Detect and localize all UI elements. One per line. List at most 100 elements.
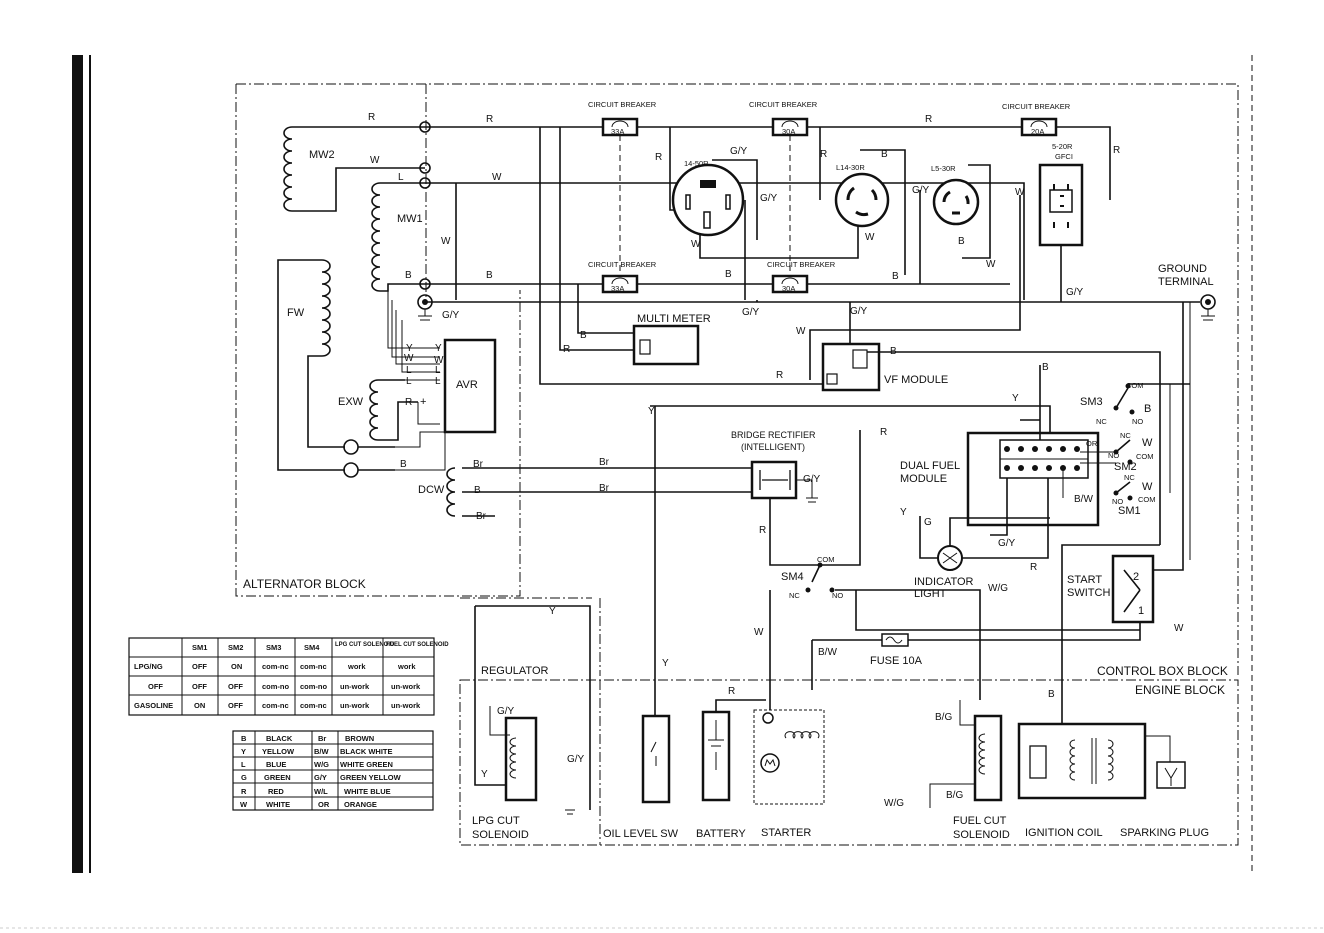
wire-label: Br	[599, 457, 610, 468]
cb2-title: CIRCUIT BREAKER	[749, 100, 818, 109]
wire-label: R	[486, 114, 493, 125]
switch-position-table: SM1 SM2 SM3 SM4 LPG CUT SOLENOID FUEL CU…	[128, 637, 449, 716]
wire-label: W	[1142, 437, 1153, 449]
cb5-rating: 30A	[782, 284, 795, 293]
table-cell: ORANGE	[344, 800, 377, 809]
table-cell: ON	[231, 662, 242, 671]
wire-label: G/Y	[998, 538, 1016, 549]
wire-label: Y	[648, 406, 655, 417]
circuit-breaker-5: 30A CIRCUIT BREAKER	[767, 260, 836, 294]
alternator-block: ALTERNATOR BLOCK	[235, 83, 1239, 675]
starter-label: STARTER	[761, 827, 811, 839]
cb3-rating: 20A	[1031, 127, 1044, 136]
wire-label: B/W	[818, 647, 837, 658]
dcw-label: DCW	[418, 484, 445, 496]
indicator-label: INDICATOR	[914, 576, 974, 588]
wire-label: Br	[476, 511, 487, 522]
wire-label: G/Y	[803, 474, 821, 485]
table-cell: BLACK	[266, 734, 293, 743]
indicator-light: INDICATOR LIGHT	[914, 478, 1050, 600]
wire-label: G/Y	[1066, 287, 1084, 298]
wire-label: B	[892, 271, 899, 282]
wire-label: B	[580, 330, 587, 341]
cb2-rating: 30A	[782, 127, 795, 136]
fw-label: FW	[287, 307, 305, 319]
outlet-l14-30r-label: L14-30R	[836, 163, 865, 172]
wire-label: G/Y	[850, 306, 868, 317]
table-cell: OFF	[228, 701, 243, 710]
table-header: SM4	[304, 643, 320, 652]
wire-label: L	[435, 365, 441, 376]
wire-label: R	[405, 397, 412, 408]
table-cell: com-nc	[262, 701, 289, 710]
table-cell: GREEN YELLOW	[340, 773, 402, 782]
wire-label: L	[406, 365, 412, 376]
control-box-block-label: CONTROL BOX BLOCK	[1097, 664, 1228, 678]
wire-label: B	[890, 346, 897, 357]
wire-label: R	[563, 344, 570, 355]
ignition-coil: IGNITION COIL	[1017, 722, 1171, 839]
mw1-label: MW1	[397, 213, 423, 225]
table-header: LPG CUT SOLENOID	[335, 642, 395, 648]
sm4-switch: SM4 COM NC NO	[769, 430, 1140, 710]
table-cell: GREEN	[264, 773, 291, 782]
wire-label: B	[486, 270, 493, 281]
lpg-cut-label: LPG CUT	[472, 815, 520, 827]
wire-label: W	[404, 353, 414, 364]
wire-label: B	[1042, 362, 1049, 373]
table-cell: LPG/NG	[134, 662, 163, 671]
wire-label: G	[924, 517, 932, 528]
sm4-label: SM4	[781, 571, 804, 583]
table-cell: ON	[194, 701, 205, 710]
table-cell: Y	[241, 747, 246, 756]
wire-label: G/Y	[912, 185, 930, 196]
sm2-label: SM2	[1114, 461, 1137, 473]
table-cell: WHITE	[266, 800, 290, 809]
fuse-10a: FUSE 10A	[811, 633, 935, 690]
table-header: SM3	[266, 643, 281, 652]
engine-block-label: ENGINE BLOCK	[1135, 683, 1225, 697]
fuel-cut-label: FUEL CUT	[953, 815, 1007, 827]
start-switch: 2 1 START SWITCH	[935, 302, 1184, 641]
wire-label: B	[881, 149, 888, 160]
sm1-com-label: COM	[1138, 495, 1156, 504]
wire-label: Br	[599, 483, 610, 494]
cb4-title: CIRCUIT BREAKER	[588, 260, 657, 269]
cb4-rating: 33A	[611, 284, 624, 293]
wire-label: R	[1030, 562, 1037, 573]
wire-label: L	[398, 172, 404, 183]
cb1-rating: 33A	[611, 127, 624, 136]
wire-labels: R R W L W W B B G/Y Y Y W W L L L L R B …	[368, 112, 1184, 809]
start-switch-label: SWITCH	[1067, 587, 1110, 599]
start-switch-pos1: 1	[1138, 605, 1144, 617]
fuel-cut-solenoid: FUEL CUT SOLENOID	[929, 700, 1010, 841]
wire-label: Y	[549, 606, 556, 617]
sm3-com-label: COM	[1126, 381, 1144, 390]
outlet-14-50r: 14-50R	[671, 159, 745, 237]
wire-label: G/Y	[567, 754, 585, 765]
wire-label: B	[405, 270, 412, 281]
fuse-label: FUSE 10A	[870, 655, 923, 667]
wire-label: Y	[481, 769, 488, 780]
vf-module-label: VF MODULE	[884, 374, 948, 386]
wire-label: W	[434, 355, 444, 366]
wire-label: G/Y	[742, 307, 760, 318]
table-cell: OFF	[148, 682, 163, 691]
table-cell: L	[241, 760, 246, 769]
wire-label: R	[880, 427, 887, 438]
table-cell: B/W	[314, 747, 330, 756]
table-cell: W/L	[314, 787, 328, 796]
wire-label: W	[986, 259, 996, 270]
table-cell: G	[241, 773, 247, 782]
wire-label: R	[728, 686, 735, 697]
table-cell: R	[241, 787, 247, 796]
bridge-rectifier: BRIDGE RECTIFIER (INTELLIGENT)	[731, 430, 820, 566]
dual-fuel-label: DUAL FUEL	[900, 460, 960, 472]
wire-label: B	[958, 236, 965, 247]
sm3-switch: SM3 COM NC NO	[1080, 381, 1190, 426]
sm3-no-label: NO	[1132, 417, 1143, 426]
circuit-breaker-2: 30A CIRCUIT BREAKER	[749, 100, 818, 276]
wire-label: B/G	[946, 790, 963, 801]
ignition-coil-label: IGNITION COIL	[1025, 827, 1103, 839]
